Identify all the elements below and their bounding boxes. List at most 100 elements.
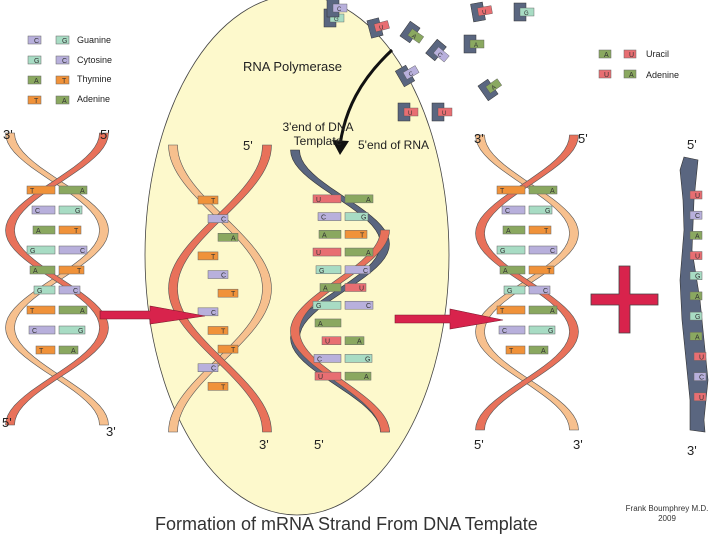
base-letter: A (550, 188, 555, 195)
base-letter: C (221, 273, 226, 280)
nucleotide-thymine: T (528, 265, 555, 275)
base-letter: G (78, 328, 83, 335)
polymerase-direction-arrow (338, 48, 394, 146)
svg-text:A: A (491, 85, 498, 92)
dna-template-end-label: 3'end of DNA Template (282, 120, 354, 148)
nucleotide-uracil: U (689, 251, 703, 261)
nucleotide-adenine: A (32, 225, 56, 235)
base-letter: T (34, 98, 39, 105)
free-nucleotide-uracil: U (397, 102, 419, 122)
nucleotide-adenine: A (319, 283, 342, 293)
nucleotide-cytosine: C (344, 265, 371, 275)
base-letter: A (34, 78, 39, 85)
free-nucleotide-uracil: U (366, 17, 390, 39)
free-nucleotide-adenine: A (477, 78, 503, 102)
base-letter: A (604, 52, 609, 59)
helix4-bottom-right-end: 3' (573, 437, 583, 452)
nucleotide-guanine: G (496, 245, 526, 255)
nucleotide-cytosine: C (197, 363, 219, 373)
svg-text:G: G (334, 17, 339, 23)
nucleotide-guanine: G (55, 35, 70, 45)
base-letter: C (80, 248, 85, 255)
base-letter: C (221, 217, 226, 224)
nucleotide-adenine: A (598, 49, 612, 59)
svg-text:U: U (482, 10, 487, 17)
nucleotide-thymine: T (344, 230, 368, 239)
nucleotide-uracil: U (623, 49, 637, 59)
legend-uracil: Uracil (646, 49, 670, 59)
nucleotide-guanine: G (689, 311, 703, 321)
helix3-bottom-end: 5' (314, 437, 324, 452)
base-letter: A (80, 308, 85, 315)
nucleotide-thymine: T (58, 225, 82, 235)
base-letter: A (323, 286, 328, 293)
helix-rewound-dna (475, 134, 579, 431)
base-letter: A (695, 233, 700, 240)
base-letter: A (506, 228, 511, 235)
nucleotide-adenine: A (344, 336, 365, 346)
nucleotide-thymine: T (58, 265, 85, 275)
base-letter: A (33, 268, 38, 275)
nucleotide-cytosine: C (344, 300, 374, 310)
legend-thymine: Thymine (77, 74, 112, 84)
nucleotide-adenine: A (314, 318, 342, 328)
nucleotide-cytosine: C (317, 212, 342, 222)
nucleotide-guanine: G (26, 245, 56, 255)
base-letter: A (366, 197, 371, 204)
nucleotide-cytosine: C (313, 354, 342, 363)
nucleotide-adenine: A (502, 225, 526, 235)
nucleotide-adenine: A (27, 75, 42, 85)
nucleotide-adenine: A (528, 305, 558, 315)
nucleotide-adenine: A (344, 371, 372, 381)
nucleotide-adenine: A (217, 233, 239, 242)
base-letter: A (357, 339, 362, 346)
base-letter: U (325, 339, 330, 346)
base-letter: C (62, 58, 67, 65)
nucleotide-uracil: U (598, 69, 612, 79)
base-letter: G (507, 288, 512, 295)
base-letter: A (71, 348, 76, 355)
base-letter: T (231, 347, 236, 354)
diagram-title: Formation of mRNA Strand From DNA Templa… (155, 514, 538, 534)
legend-adenine: Adenine (77, 94, 111, 104)
free-nucleotide-uracil: U (470, 1, 493, 23)
base-letter: T (62, 78, 67, 85)
legend-guanine: Guanine (77, 35, 112, 45)
base-letter: C (34, 38, 39, 45)
free-nucleotide-cytosine: C (394, 64, 420, 88)
base-letter: A (541, 348, 546, 355)
helix4-bottom-left-end: 5' (474, 437, 484, 452)
nucleotide-thymine: T (496, 305, 526, 315)
nucleotide-adenine: A (58, 345, 79, 355)
nucleotide-thymine: T (26, 185, 56, 195)
base-letter: A (695, 334, 700, 341)
base-letter: G (75, 208, 80, 215)
base-letter: C (505, 208, 510, 215)
base-letter: A (366, 250, 371, 257)
nucleotide-guanine: G (27, 55, 42, 65)
nucleotide-cytosine: C (498, 325, 526, 335)
base-letter: T (74, 228, 79, 235)
nucleotide-adenine: A (55, 95, 70, 105)
base-letter: G (37, 288, 42, 295)
base-letter: C (363, 268, 368, 275)
helix-original-dna-strand-front (5, 132, 109, 426)
nucleotide-uracil: U (689, 190, 703, 200)
helix-unwound-strand-back (168, 144, 272, 433)
